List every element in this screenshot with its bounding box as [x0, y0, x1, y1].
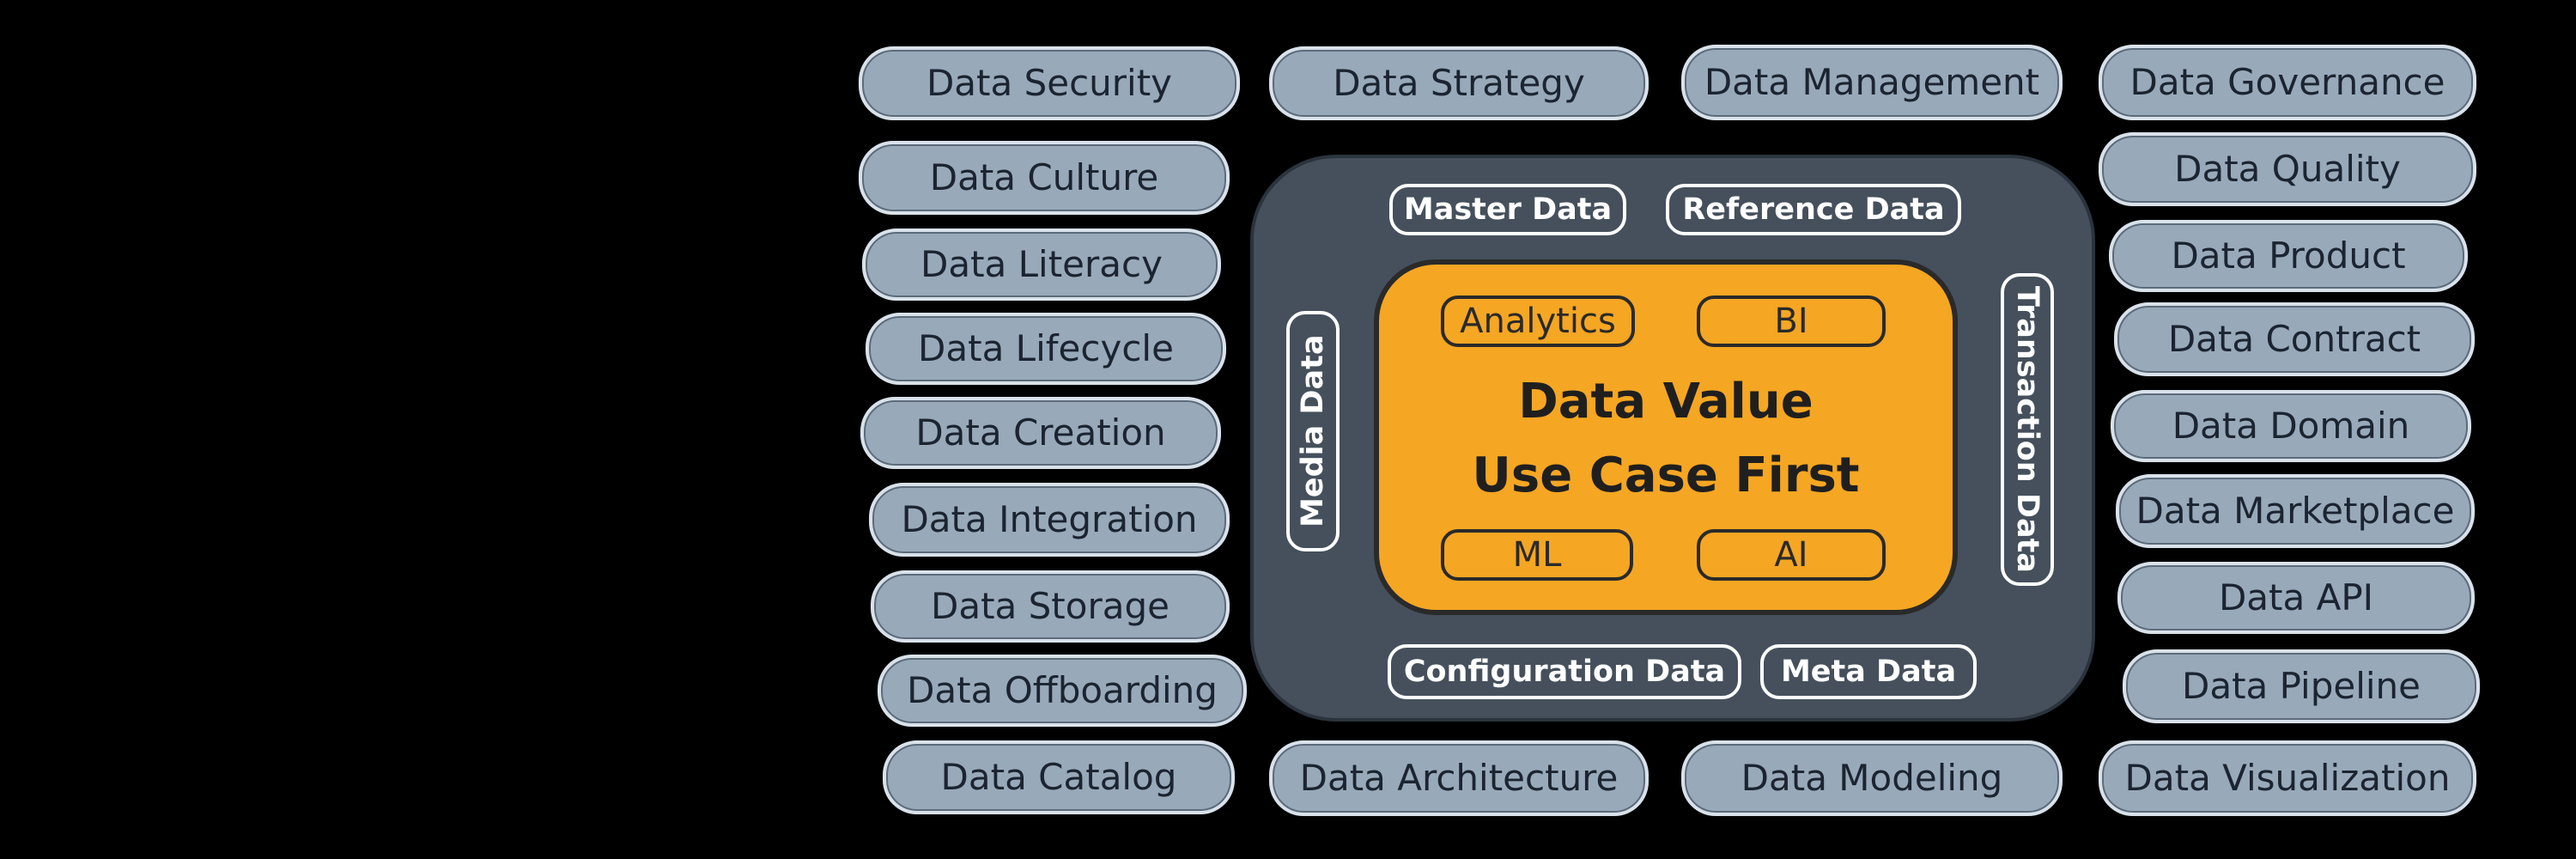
core-transaction-data: Transaction Data [2001, 273, 2054, 586]
top-pill-data-strategy: Data Strategy [1269, 46, 1649, 120]
right-pill-data-api: Data API [2117, 562, 2475, 634]
right-pill-data-marketplace: Data Marketplace [2116, 474, 2475, 548]
core-media-data: Media Data [1286, 311, 1340, 551]
right-pill-data-pipeline: Data Pipeline [2123, 649, 2480, 723]
bottom-pill-data-modeling: Data Modeling [1681, 740, 2063, 816]
core-meta-data: Meta Data [1760, 644, 1977, 699]
right-pill-data-product: Data Product [2109, 220, 2468, 292]
left-pill-data-catalog: Data Catalog [883, 740, 1235, 814]
right-pill-data-domain: Data Domain [2111, 390, 2471, 462]
core-reference-data: Reference Data [1666, 184, 1961, 235]
value-headline-line2: Use Case First [1472, 448, 1860, 503]
top-pill-data-management: Data Management [1681, 45, 2063, 120]
value-tag-ai: AI [1697, 529, 1886, 581]
value-tag-analytics: Analytics [1441, 295, 1635, 347]
core-configuration-data: Configuration Data [1388, 644, 1741, 699]
left-pill-data-integration: Data Integration [869, 483, 1230, 557]
right-pill-data-visualization: Data Visualization [2099, 740, 2476, 816]
value-headline-line1: Data Value [1518, 374, 1814, 430]
left-pill-data-culture: Data Culture [859, 141, 1230, 215]
left-pill-data-creation: Data Creation [860, 397, 1221, 469]
bottom-pill-data-architecture: Data Architecture [1269, 740, 1649, 816]
left-pill-data-security: Data Security [859, 46, 1240, 120]
right-pill-data-quality: Data Quality [2099, 132, 2476, 206]
value-panel [1374, 259, 1958, 615]
left-pill-data-lifecycle: Data Lifecycle [866, 313, 1226, 385]
core-master-data: Master Data [1389, 184, 1626, 235]
right-pill-data-governance: Data Governance [2099, 45, 2476, 120]
value-tag-bi: BI [1697, 295, 1886, 347]
value-tag-ml: ML [1441, 529, 1633, 581]
left-pill-data-literacy: Data Literacy [862, 228, 1221, 301]
right-pill-data-contract: Data Contract [2114, 302, 2475, 376]
left-pill-data-offboarding: Data Offboarding [878, 655, 1247, 727]
left-pill-data-storage: Data Storage [871, 570, 1230, 643]
